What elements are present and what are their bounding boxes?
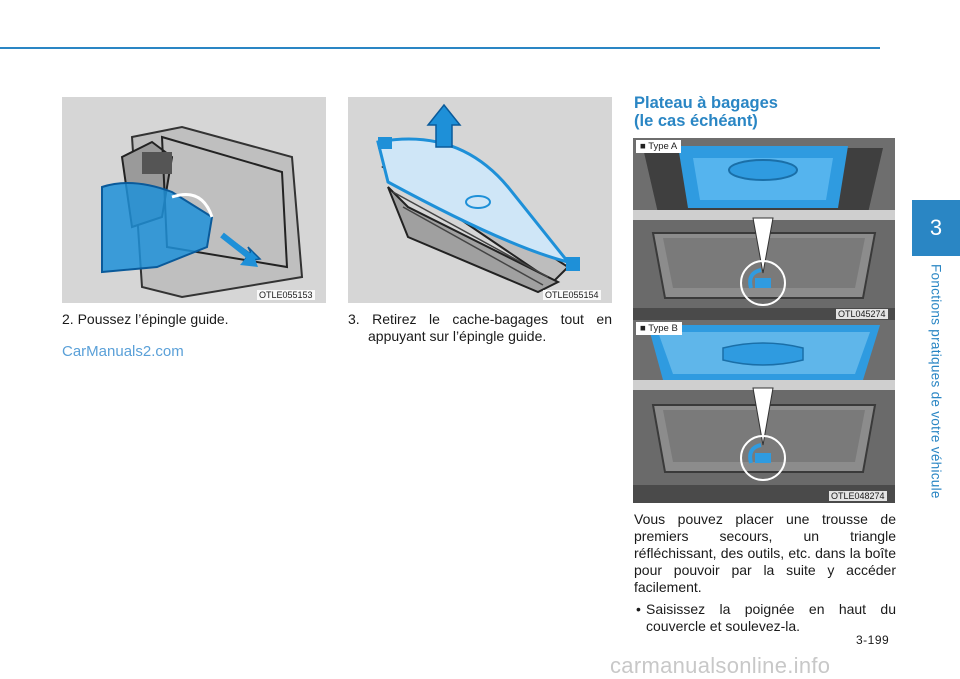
- step-3-line1: 3. Retirez le cache-bagages tout en: [348, 311, 612, 327]
- section-title-line1: Plateau à bagages: [634, 94, 778, 112]
- figure-code: OTLE055153: [257, 290, 315, 300]
- footer-watermark: carmanualsonline.info: [610, 653, 831, 678]
- type-a-label: ■ Type A: [636, 140, 682, 153]
- figure-code: OTLE055154: [543, 290, 601, 300]
- chapter-tab: 3: [912, 200, 960, 256]
- chapter-title: Fonctions pratiques de votre véhicule: [928, 264, 944, 499]
- figure-remove-cover: [348, 97, 612, 303]
- step-3-caption: 3. Retirez le cache-bagages tout en appu…: [348, 311, 612, 345]
- section-heading: Plateau à bagages (le cas échéant): [634, 94, 778, 130]
- figure-push-guide-pin: [62, 97, 326, 303]
- chapter-number: 3: [929, 215, 943, 240]
- bullet-text: Saisissez la poignée en haut du couvercl…: [646, 601, 896, 634]
- step-2-caption: 2. Poussez l’épingle guide.: [62, 311, 229, 328]
- type-b-label: ■ Type B: [636, 322, 682, 335]
- figure-code: OTL045274: [836, 309, 888, 319]
- watermark-link[interactable]: CarManuals2.com: [62, 343, 184, 360]
- step-3-line2: appuyant sur l’épingle guide.: [368, 328, 547, 344]
- figure-code: OTLE048274: [829, 491, 887, 501]
- figure-tray-type-b: [633, 320, 895, 503]
- bullet-dot: •: [636, 601, 641, 617]
- step-2-text: 2. Poussez l’épingle guide.: [62, 311, 229, 327]
- figure-tray-type-a: [633, 138, 895, 321]
- top-rule: [0, 47, 880, 49]
- body-paragraph: Vous pouvez placer une trousse de premie…: [634, 511, 896, 595]
- section-title-line2: (le cas échéant): [634, 112, 758, 130]
- bullet-item: • Saisissez la poignée en haut du couver…: [634, 601, 896, 635]
- page-number: 3-199: [856, 633, 890, 647]
